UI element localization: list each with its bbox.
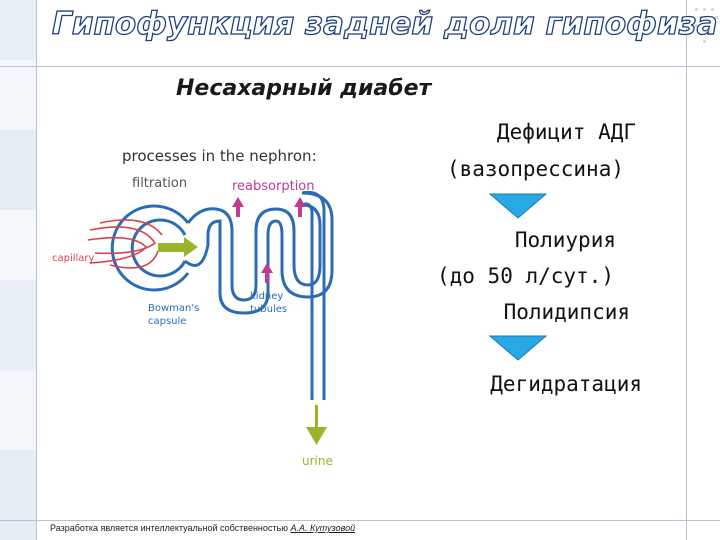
filtration-arrow-icon (158, 237, 198, 257)
decor-block (0, 130, 36, 210)
flow-vasopressin: (вазопрессина) (446, 157, 624, 181)
frame-line (686, 0, 687, 540)
decor-block (0, 450, 36, 540)
flow-adh-deficit: Дефицит АДГ (496, 120, 636, 144)
flow-polyuria: Полиурия (514, 228, 616, 252)
flow-volume: (до 50 л/сут.) (436, 264, 614, 288)
corner-dots-decor (690, 0, 720, 60)
label-bowmans-capsule-1: Bowman's (148, 303, 199, 314)
footer-text: Разработка является интеллектуальной соб… (50, 523, 291, 533)
nephron-diagram: processes in the nephron: filtration rea… (52, 147, 334, 468)
reabsorption-arrow-icon (232, 197, 244, 217)
flow-arrow-down-icon (488, 335, 548, 361)
label-bowmans-capsule-2: capsule (148, 316, 186, 327)
kidney-tubule (184, 191, 334, 315)
frame-line (0, 66, 720, 67)
label-urine: urine (302, 454, 333, 468)
diagram-heading: processes in the nephron: (122, 147, 317, 165)
label-kidney-tubules-2: tubules (250, 304, 287, 315)
decor-block (0, 280, 36, 370)
decor-block (0, 60, 36, 130)
flow-dehydration: Дегидратация (490, 372, 642, 396)
footer-credit: Разработка является интеллектуальной соб… (50, 523, 355, 533)
frame-line (0, 520, 720, 521)
reabsorption-arrow-icon (261, 263, 273, 283)
label-filtration: filtration (132, 176, 187, 191)
flow-arrow-down-icon (488, 193, 548, 219)
decor-block (0, 370, 36, 450)
flow-polydipsia: Полидипсия (503, 300, 630, 324)
footer-author: А.А. Кутузовой (290, 523, 356, 533)
label-reabsorption: reabsorption (232, 179, 315, 194)
slide-title: Гипофункция задней доли гипофиза (51, 5, 718, 42)
decor-block (0, 210, 36, 280)
capillary-loops (87, 219, 163, 269)
label-kidney-tubules-1: kidney (250, 291, 283, 302)
slide-subtitle: Несахарный диабет (176, 76, 432, 101)
bowmans-capsule (110, 204, 190, 292)
frame-line (36, 0, 37, 540)
left-decor-bar (0, 0, 36, 540)
reabsorption-arrow-icon (294, 197, 306, 217)
decor-block (0, 0, 36, 60)
label-capillary: capillary (52, 253, 95, 264)
urine-arrow-icon (306, 405, 327, 445)
